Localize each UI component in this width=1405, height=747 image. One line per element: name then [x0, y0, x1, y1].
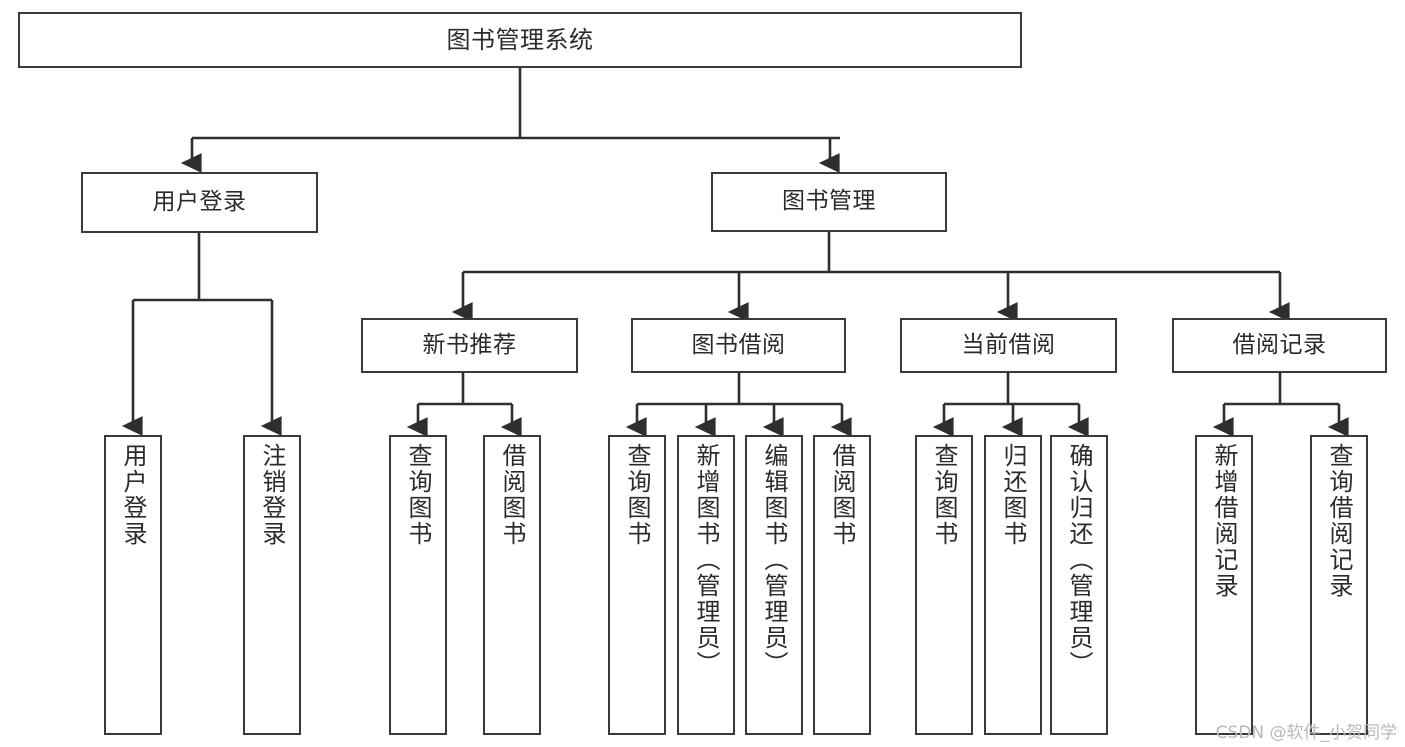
node-label: 用户登录	[152, 188, 247, 215]
leaf-new-book-borrow-books[interactable]: 借阅图书	[483, 435, 541, 735]
node-label: 用户登录	[119, 443, 147, 547]
node-label: 图书管理	[782, 188, 876, 215]
node-user-login[interactable]: 用户登录	[81, 172, 318, 233]
node-label: 图书管理系统	[446, 25, 594, 54]
node-label: 图书借阅	[691, 331, 786, 358]
leaf-borrow-record-add-record[interactable]: 新增借阅记录	[1195, 435, 1253, 735]
node-label: 当前借阅	[961, 331, 1056, 358]
leaf-user-logout[interactable]: 注销登录	[243, 435, 301, 735]
node-current-borrow[interactable]: 当前借阅	[900, 318, 1117, 373]
leaf-book-borrow-edit-book-admin[interactable]: 编辑图书（管理员）	[745, 435, 803, 735]
node-label: 归还图书	[999, 443, 1027, 547]
node-label: 新书推荐	[422, 331, 517, 358]
node-new-book-recommend[interactable]: 新书推荐	[361, 318, 578, 373]
leaf-book-borrow-borrow-books[interactable]: 借阅图书	[813, 435, 871, 735]
leaf-book-borrow-query-books[interactable]: 查询图书	[608, 435, 666, 735]
node-label: 确认归还（管理员）	[1065, 443, 1093, 677]
node-label: 查询图书	[930, 443, 958, 547]
node-book-management[interactable]: 图书管理	[711, 172, 947, 232]
leaf-book-borrow-add-book-admin[interactable]: 新增图书（管理员）	[677, 435, 735, 735]
node-label: 借阅图书	[498, 443, 526, 547]
node-book-borrow[interactable]: 图书借阅	[631, 318, 846, 373]
node-label: 新增图书（管理员）	[692, 443, 720, 677]
leaf-current-borrow-query-books[interactable]: 查询图书	[915, 435, 973, 735]
node-label: 编辑图书（管理员）	[760, 443, 788, 677]
leaf-current-borrow-confirm-return-admin[interactable]: 确认归还（管理员）	[1050, 435, 1108, 735]
node-label: 借阅记录	[1232, 331, 1327, 358]
node-label: 借阅图书	[828, 443, 856, 547]
node-borrow-record[interactable]: 借阅记录	[1172, 318, 1387, 373]
node-label: 新增借阅记录	[1210, 443, 1238, 599]
leaf-current-borrow-return-books[interactable]: 归还图书	[984, 435, 1042, 735]
node-label: 查询借阅记录	[1325, 443, 1353, 599]
leaf-user-login[interactable]: 用户登录	[104, 435, 162, 735]
leaf-borrow-record-query-record[interactable]: 查询借阅记录	[1310, 435, 1368, 735]
leaf-new-book-query-books[interactable]: 查询图书	[389, 435, 447, 735]
node-label: 查询图书	[623, 443, 651, 547]
node-label: 查询图书	[404, 443, 432, 547]
node-label: 注销登录	[258, 443, 286, 547]
node-root-book-management-system[interactable]: 图书管理系统	[18, 12, 1022, 68]
